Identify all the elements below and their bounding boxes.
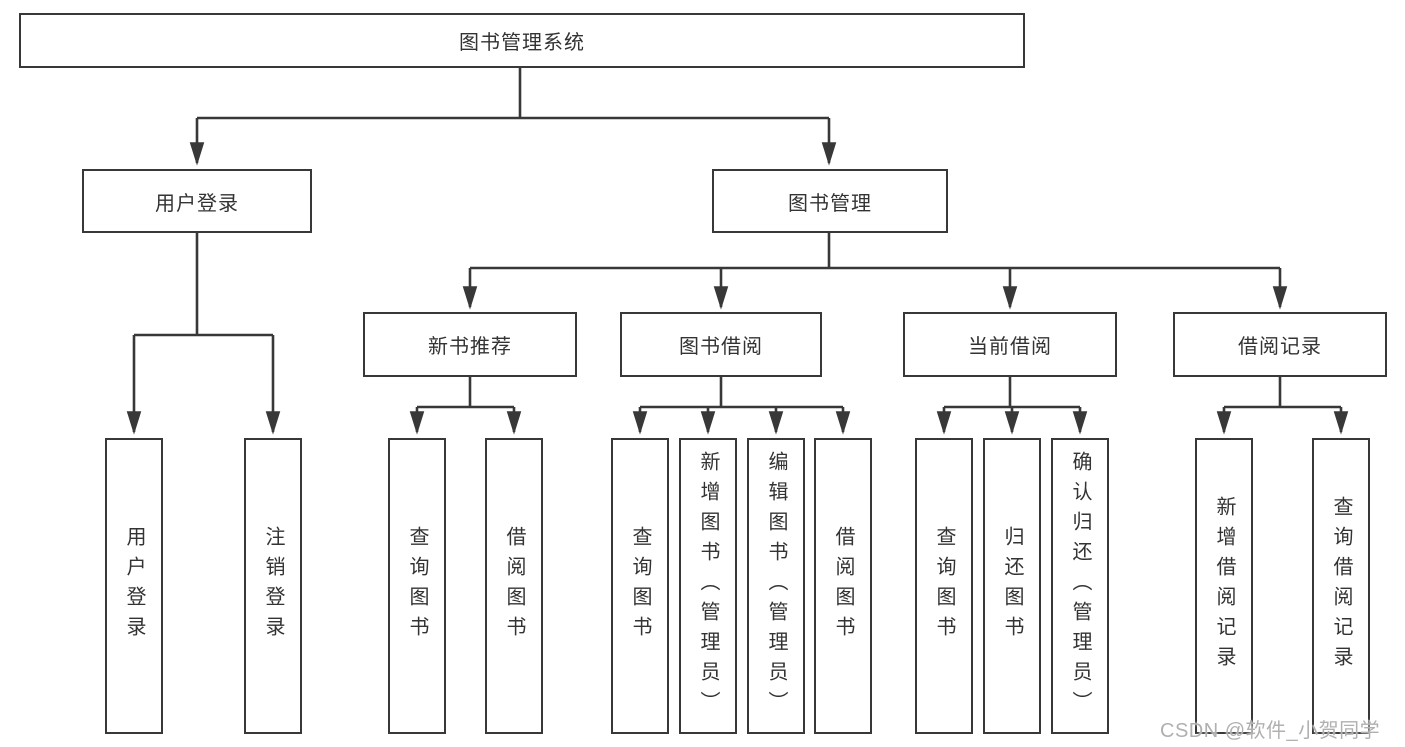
leaf-rec-borrow-books-label: 借阅图书	[503, 526, 525, 646]
leaf-logout-label: 注销登录	[262, 526, 284, 646]
leaf-borrow-books: 借阅图书	[814, 438, 872, 734]
leaf-user-login: 用户登录	[105, 438, 163, 734]
leaf-confirm-return-admin-label: 确认归还（管理员）	[1069, 451, 1091, 721]
leaf-current-query-books: 查询图书	[915, 438, 973, 734]
leaf-rec-query-books: 查询图书	[388, 438, 446, 734]
node-borrow-records: 借阅记录	[1173, 312, 1387, 377]
leaf-add-books-admin: 新增图书（管理员）	[679, 438, 737, 734]
leaf-current-query-books-label: 查询图书	[933, 526, 955, 646]
leaf-add-borrow-record: 新增借阅记录	[1195, 438, 1253, 734]
leaf-add-borrow-record-label: 新增借阅记录	[1213, 496, 1235, 676]
leaf-add-books-admin-label: 新增图书（管理员）	[697, 451, 719, 721]
csdn-watermark: CSDN @软件_小贺同学	[1160, 720, 1381, 742]
leaf-borrow-query-books-label: 查询图书	[629, 526, 651, 646]
leaf-rec-borrow-books: 借阅图书	[485, 438, 543, 734]
leaf-query-borrow-record-label: 查询借阅记录	[1330, 496, 1352, 676]
leaf-edit-books-admin-label: 编辑图书（管理员）	[765, 451, 787, 721]
leaf-borrow-books-label: 借阅图书	[832, 526, 854, 646]
node-root-system-label: 图书管理系统	[459, 32, 585, 54]
node-new-book-rec: 新书推荐	[363, 312, 577, 377]
leaf-return-books-label: 归还图书	[1001, 526, 1023, 646]
node-current-borrow: 当前借阅	[903, 312, 1117, 377]
node-book-mgmt-label: 图书管理	[788, 192, 872, 215]
leaf-return-books: 归还图书	[983, 438, 1041, 734]
connector-new-book-rec-branch	[409, 377, 522, 435]
node-current-borrow-label: 当前借阅	[968, 336, 1052, 358]
node-root-system: 图书管理系统	[19, 13, 1025, 68]
node-book-mgmt: 图书管理	[712, 169, 948, 233]
node-book-borrow: 图书借阅	[620, 312, 822, 377]
node-book-borrow-label: 图书借阅	[679, 336, 763, 358]
leaf-borrow-query-books: 查询图书	[611, 438, 669, 734]
leaf-confirm-return-admin: 确认归还（管理员）	[1051, 438, 1109, 734]
node-new-book-rec-label: 新书推荐	[428, 336, 512, 358]
connector-current-borrow-branch	[936, 377, 1088, 435]
connector-borrow-records-branch	[1216, 377, 1349, 435]
leaf-query-borrow-record: 查询借阅记录	[1312, 438, 1370, 734]
node-user-login-label: 用户登录	[155, 192, 239, 215]
leaf-rec-query-books-label: 查询图书	[406, 526, 428, 646]
connector-root-to-level2	[189, 68, 837, 166]
connector-user-login-branch	[126, 233, 281, 435]
connector-book-mgmt-to-sections	[462, 233, 1288, 310]
leaf-logout: 注销登录	[244, 438, 302, 734]
node-user-login: 用户登录	[82, 169, 312, 233]
leaf-user-login-label: 用户登录	[123, 526, 145, 646]
connector-book-borrow-branch	[632, 377, 851, 435]
leaf-edit-books-admin: 编辑图书（管理员）	[747, 438, 805, 734]
node-borrow-records-label: 借阅记录	[1238, 336, 1322, 358]
